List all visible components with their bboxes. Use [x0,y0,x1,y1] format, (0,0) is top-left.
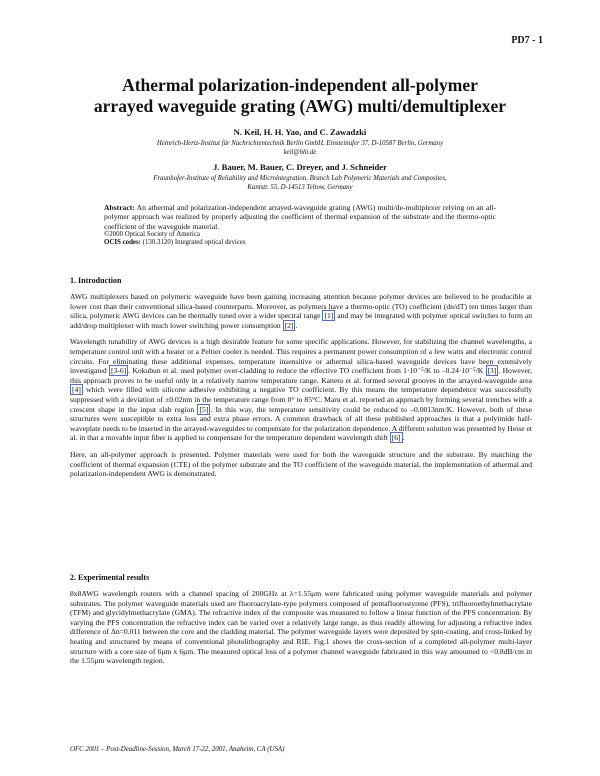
section-1-paragraph-1: AWG multiplexers based on polymeric wave… [70,292,533,331]
citation-link[interactable]: [2] [282,319,296,331]
ocis-value: (130.3120) Integrated optical devices [140,239,246,247]
affiliation-1: Heinrich-Hertz-Institut für Nachrichtent… [60,139,540,157]
abstract-label: Abstract: [104,203,135,212]
ocis-label: OCIS codes: [104,239,141,247]
section-2-body: 8x8AWG wavelength routers with a channel… [70,589,532,673]
copyright: ©2000 Optical Society of America [104,230,200,238]
title-line-1: Athermal polarization-independent all-po… [122,75,478,95]
section-1-paragraph-2: Wavelength tunability of AWG devices is … [70,337,532,444]
section-2-paragraph-1: 8x8AWG wavelength routers with a channel… [70,589,532,666]
section-1-heading: 1. Introduction [70,276,122,285]
footer-conference: OFC 2001 – Post-Deadline-Session, March … [70,746,285,753]
abstract-block: Abstract: An athermal and polarization-i… [104,203,496,248]
abstract-body: An athermal and polarization-independent… [104,203,496,231]
affiliation-2: Fraunhofer-Institute of Reliability and … [60,174,540,192]
section-1-body: AWG multiplexers based on polymeric wave… [70,292,532,486]
section-2-heading: 2. Experimental results [70,573,150,582]
page-label: PD7 - 1 [511,35,543,46]
citation-link[interactable]: [4] [70,384,83,396]
citation-link[interactable]: [3-6] [108,365,129,377]
author-names-2: J. Bauer, M. Bauer, C. Dreyer, and J. Sc… [213,162,387,172]
citation-link[interactable]: [6] [389,432,403,444]
ocis-codes: OCIS codes: (130.3120) Integrated optica… [104,239,496,248]
section-1-paragraph-3: Here, an all-polymer approach is present… [70,449,532,479]
paper-title: Athermal polarization-independent all-po… [60,75,540,117]
citation-link[interactable]: [1] [322,310,336,322]
affiliation-2-line-1: Fraunhofer-Institute of Reliability and … [153,175,447,182]
abstract-text: Abstract: An athermal and polarization-i… [104,203,496,231]
citation-link[interactable]: [5] [197,403,211,415]
citation-link[interactable]: [3] [485,365,499,377]
author-names-1: N. Keil, H. H. Yao, and C. Zawadzki [233,127,367,137]
affiliation-2-line-2: Kantstr. 55, D-14513 Teltow, Germany [247,184,353,191]
title-line-2: arrayed waveguide grating (AWG) multi/de… [93,96,507,116]
affiliation-1-line-1: Heinrich-Hertz-Institut für Nachrichtent… [156,140,444,147]
affiliation-1-email: keil@hhi.de [283,149,317,156]
